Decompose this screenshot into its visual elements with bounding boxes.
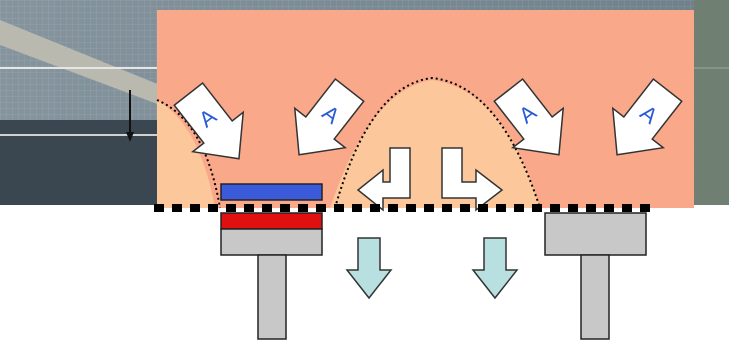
down-arrow-icon [473, 238, 517, 298]
right-support [545, 213, 646, 339]
left-support [221, 229, 322, 339]
down-arrow-icon [347, 238, 391, 298]
blue-bar [221, 184, 322, 200]
red-bar [221, 213, 322, 229]
